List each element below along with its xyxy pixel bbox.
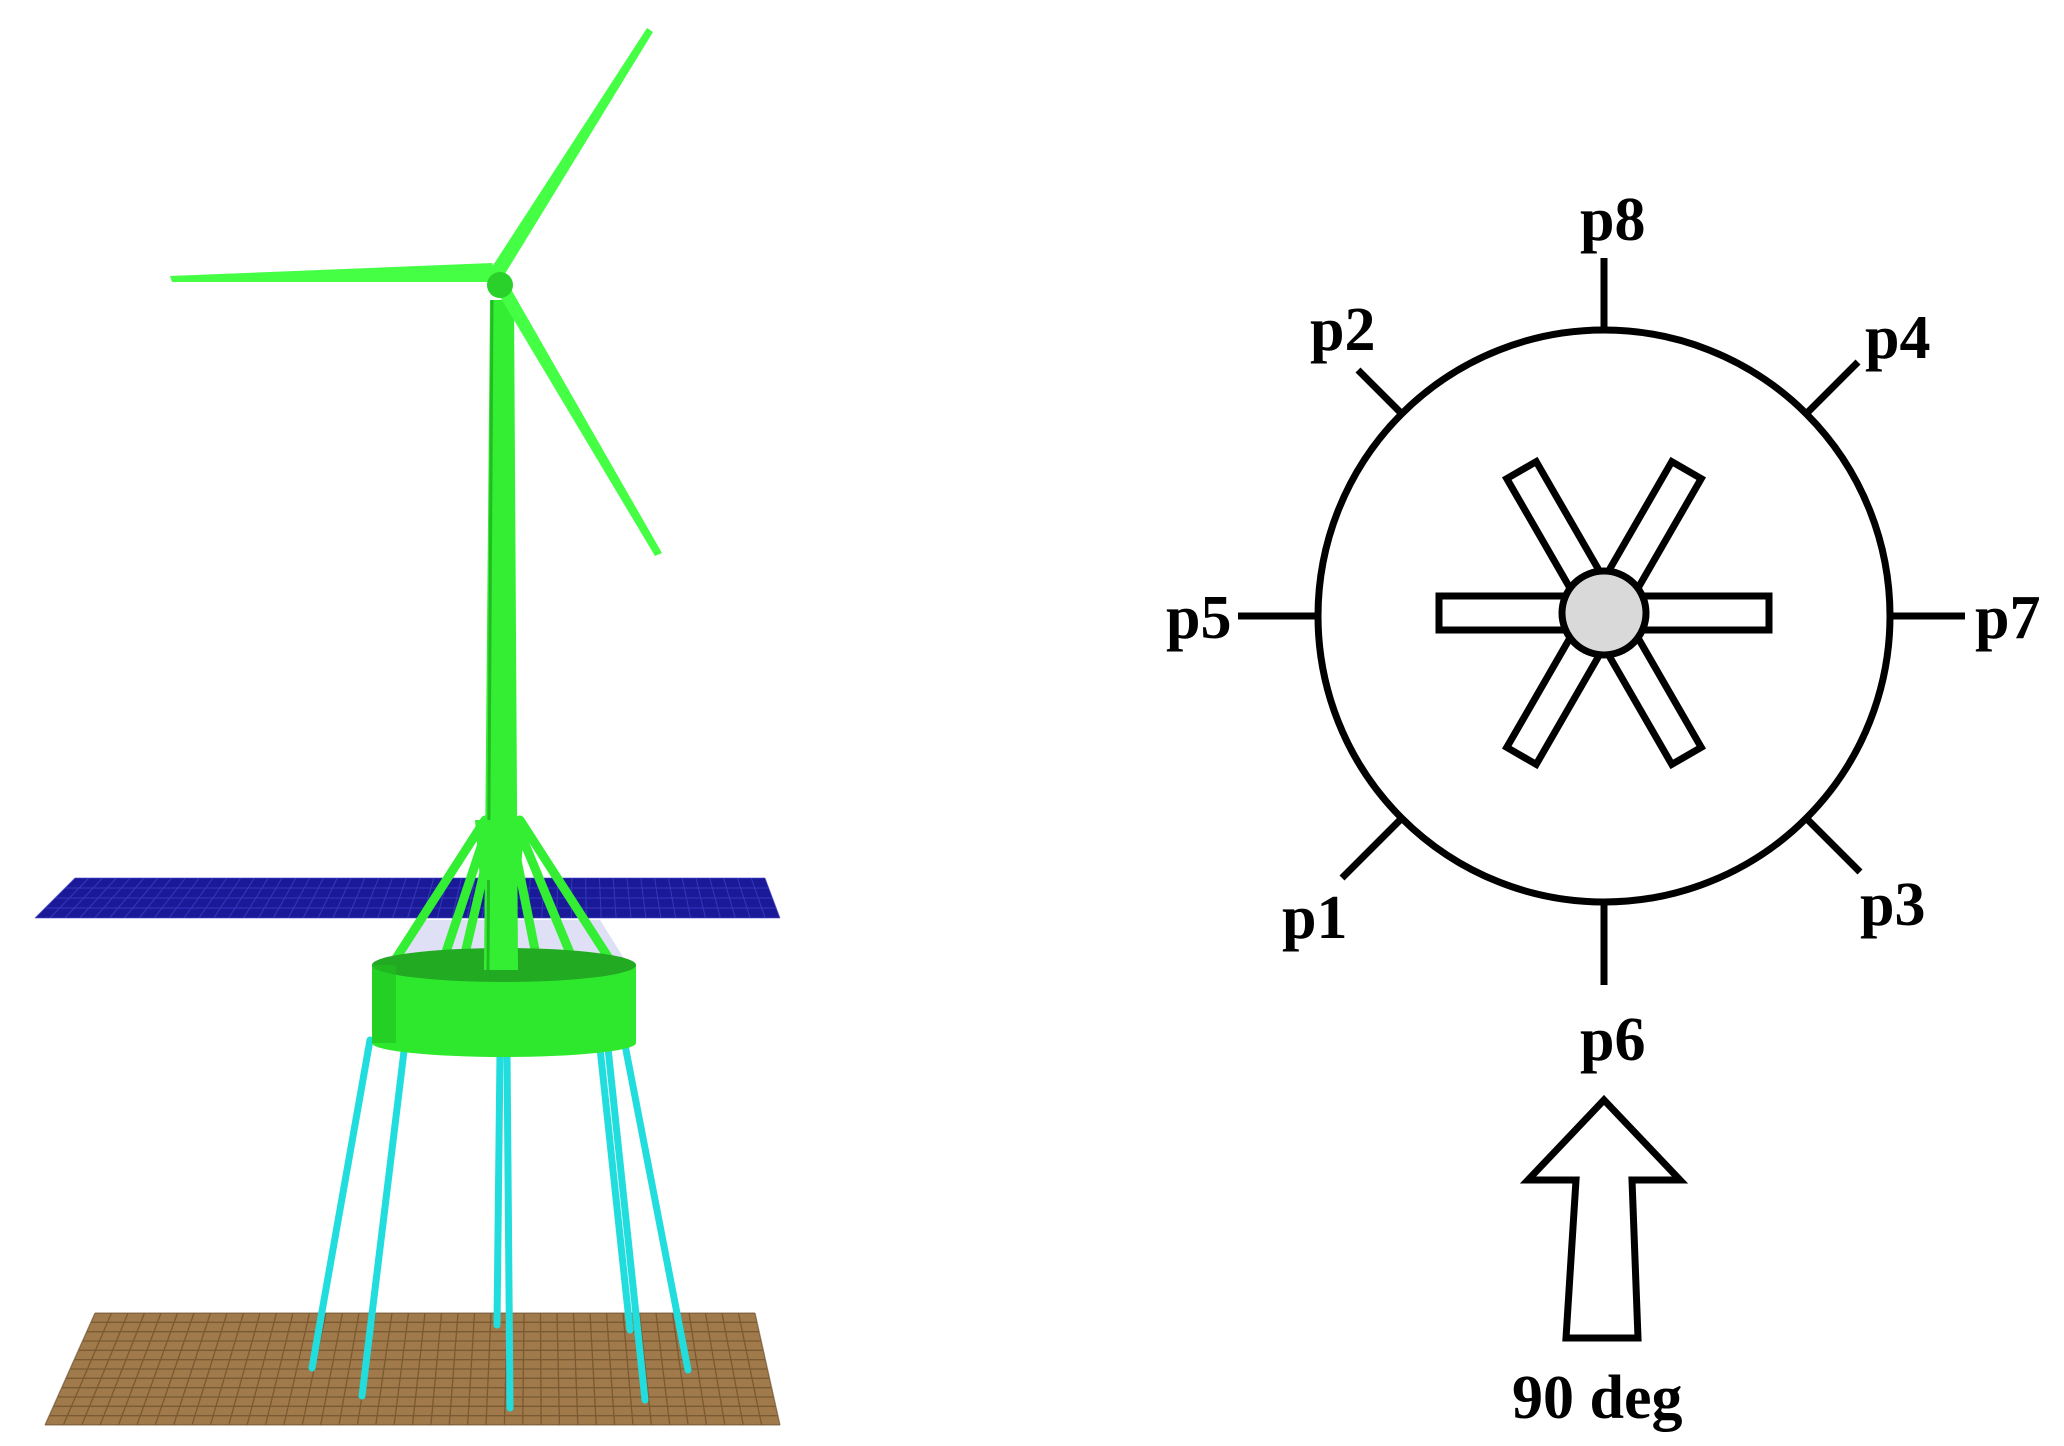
hub (487, 272, 513, 298)
point-label-p8: p8 (1580, 186, 1645, 254)
plan-view-schematic: p8 p2 p4 p5 p7 p1 p3 p6 90 deg (1166, 186, 2040, 1432)
point-label-p1: p1 (1282, 884, 1347, 952)
point-label-p6: p6 (1580, 1006, 1645, 1074)
mooring-tendons (308, 1036, 692, 1412)
blade-left (170, 263, 500, 282)
direction-label: 90 deg (1512, 1364, 1683, 1432)
point-label-p5: p5 (1166, 584, 1231, 652)
blade-lower (496, 284, 662, 556)
wave-direction-arrow (1519, 1094, 1689, 1342)
point-label-p4: p4 (1865, 304, 1930, 372)
point-ticks (1238, 258, 1965, 985)
central-column (1558, 567, 1650, 659)
blade-upper (490, 28, 653, 282)
point-label-p3: p3 (1860, 871, 1925, 939)
tower (475, 299, 525, 971)
water-surface (34, 877, 781, 919)
rotor (170, 28, 662, 556)
point-label-p2: p2 (1310, 296, 1375, 364)
point-label-p7: p7 (1975, 584, 2040, 652)
seabed (44, 1312, 781, 1426)
turbine-rendering (34, 28, 781, 1426)
